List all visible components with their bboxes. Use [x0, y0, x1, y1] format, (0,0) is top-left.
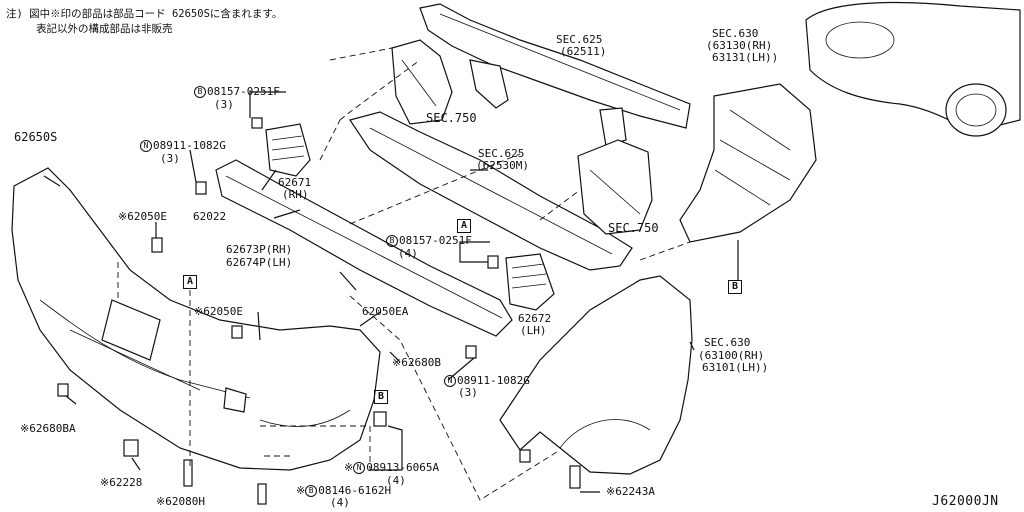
- label-62050EA[interactable]: 62050EA: [362, 305, 409, 318]
- reference-box-a-2: A: [183, 275, 197, 289]
- label-08913-qty: (4): [386, 474, 406, 487]
- label-sec630-top-lh: 63131(LH)): [712, 51, 779, 64]
- label-sec625-top-sub: (62511): [560, 45, 607, 58]
- note-line-2: 表記以外の構成部品は非販売: [36, 23, 173, 35]
- bracket-sec750-mid: [577, 139, 653, 235]
- label-sec625-mid[interactable]: SEC.625: [478, 147, 525, 160]
- label-sec630-mid-lh: 63101(LH)): [702, 361, 769, 374]
- label-62672-lh: (LH): [520, 324, 547, 337]
- label-sec630-mid[interactable]: SEC.630: [704, 336, 751, 349]
- reference-box-b-2: B: [374, 390, 388, 404]
- diagram-code: J62000JN: [932, 494, 999, 509]
- label-08146-qty: (4): [330, 496, 350, 509]
- radiator-core-support-upper: [419, 3, 691, 147]
- bolt-badge-icon: B: [386, 235, 398, 247]
- label-62671-rh: (RH): [282, 188, 309, 201]
- label-sec625-mid-sub: (62530M): [476, 159, 529, 172]
- label-62022[interactable]: 62022: [193, 210, 227, 223]
- reference-box-a-1: A: [457, 219, 471, 233]
- nut-badge-icon: N: [140, 140, 152, 152]
- front-fender: [499, 275, 693, 475]
- label-08911-mid-qty: (3): [458, 386, 478, 399]
- label-62680BA[interactable]: ※62680BA: [20, 422, 76, 435]
- label-sec750-mid[interactable]: SEC.750: [608, 221, 659, 235]
- label-62671[interactable]: 62671: [278, 176, 312, 189]
- label-62672[interactable]: 62672: [518, 312, 552, 325]
- reference-box-b-1: B: [728, 280, 742, 294]
- label-sec750-top[interactable]: SEC.750: [426, 111, 477, 125]
- energy-absorber-62671: [265, 123, 311, 177]
- label-62243A[interactable]: ※62243A: [606, 485, 655, 498]
- fasteners: [57, 117, 581, 505]
- label-62673P[interactable]: 62673P(RH): [226, 243, 293, 256]
- label-08157-mid-qty: (4): [398, 247, 418, 260]
- label-62228[interactable]: ※62228: [100, 476, 143, 489]
- label-08911-top-qty: (3): [160, 152, 180, 165]
- vehicle-front-corner: [805, 1, 1021, 137]
- front-bumper-fascia-62650S: [11, 167, 381, 471]
- splash-shield-upper: [679, 83, 817, 243]
- label-62050E-a[interactable]: ※62050E: [118, 210, 167, 223]
- bolt-badge-icon: B: [194, 86, 206, 98]
- nut-badge-icon: N: [444, 375, 456, 387]
- nut-badge-icon: N: [353, 462, 366, 474]
- bumper-reinforcement-62530M: [349, 111, 633, 271]
- leader-lines: [43, 47, 739, 501]
- label-08157-top-qty: (3): [214, 98, 234, 111]
- label-62650S[interactable]: 62650S: [14, 130, 58, 144]
- label-62680B[interactable]: ※62680B: [392, 356, 441, 369]
- bolt-badge-icon: B: [305, 485, 318, 497]
- label-62080H[interactable]: ※62080H: [156, 495, 205, 508]
- energy-absorber-62672: [505, 253, 555, 311]
- label-62674P[interactable]: 62674P(LH): [226, 256, 293, 269]
- label-sec630-top[interactable]: SEC.630: [712, 27, 759, 40]
- label-sec625-top[interactable]: SEC.625: [556, 33, 603, 46]
- note-line-1: 注) 図中※印の部品は部品コード 62650Sに含まれます。: [6, 8, 283, 20]
- label-sec630-top-rh: (63130(RH): [706, 39, 773, 52]
- bracket-sec750-top: [391, 39, 453, 125]
- bumper-armature-62022: [215, 159, 513, 337]
- label-62050E-b[interactable]: ※62050E: [194, 305, 243, 318]
- label-sec630-mid-rh: (63100(RH): [698, 349, 765, 362]
